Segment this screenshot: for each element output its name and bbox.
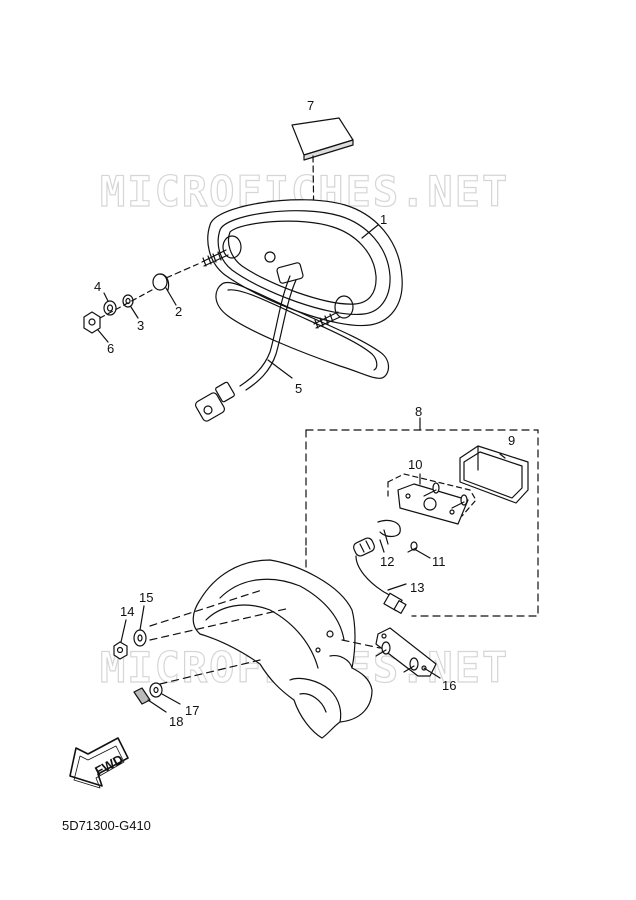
license-light-assembly-box-part-8 (305, 417, 539, 617)
tail-light-housing-part-1 (201, 199, 403, 329)
callout-1: 1 (380, 212, 387, 227)
label-plate-part-7 (291, 117, 354, 231)
bulb-socket-part-12 (353, 519, 401, 557)
nut-part-6 (83, 289, 153, 343)
bracket-group-part-10 (387, 473, 477, 525)
spring-washer-part-4 (103, 292, 117, 316)
callout-5: 5 (295, 381, 302, 396)
wire-harness (194, 275, 297, 422)
callout-16: 16 (442, 678, 456, 693)
gasket-part-5 (215, 281, 390, 379)
callout-4: 4 (94, 279, 101, 294)
callout-12: 12 (380, 554, 394, 569)
diagram-code: 5D71300-G410 (62, 818, 151, 833)
rear-fender (192, 559, 373, 739)
callout-18: 18 (169, 714, 183, 729)
callout-2: 2 (175, 304, 182, 319)
callout-labels: 7 1 2 4 3 6 5 8 9 10 11 12 13 14 15 16 1… (94, 98, 515, 729)
callout-17: 17 (185, 703, 199, 718)
fender-mount-lines (149, 547, 381, 685)
callout-8: 8 (415, 404, 422, 419)
collar-part-2 (152, 263, 199, 306)
license-lens-part-9 (459, 445, 529, 504)
screw-part-11 (407, 541, 431, 559)
washer-part-15 (133, 605, 147, 647)
callout-11: 11 (432, 554, 446, 569)
clip-part-18 (133, 687, 167, 713)
callout-10: 10 (408, 457, 422, 472)
washer-part-17 (149, 682, 181, 705)
nut-part-14 (113, 619, 128, 660)
callout-15: 15 (139, 590, 153, 605)
bracket-screws (423, 482, 468, 509)
callout-7: 7 (307, 98, 314, 113)
callout-13: 13 (410, 580, 424, 595)
callout-3: 3 (137, 318, 144, 333)
plate-bolts-part-16 (375, 627, 441, 679)
callout-14: 14 (120, 604, 134, 619)
callout-6: 6 (107, 341, 114, 356)
callout-9: 9 (508, 433, 515, 448)
license-wire-part-13 (355, 555, 407, 614)
fwd-arrow-icon (69, 737, 129, 789)
